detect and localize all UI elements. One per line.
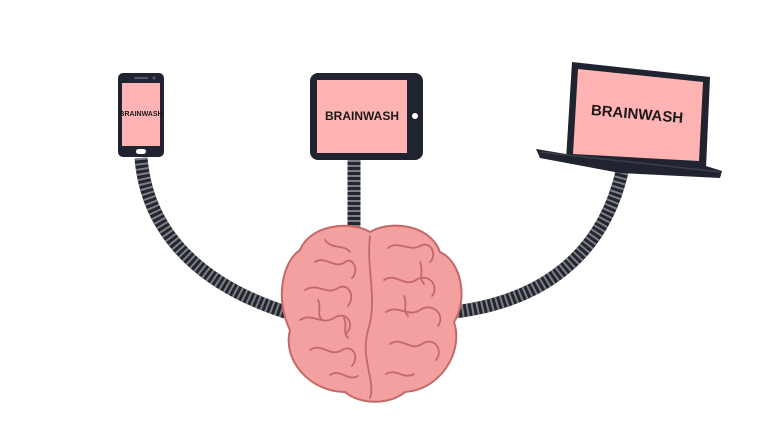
cable-laptop: [444, 170, 629, 320]
tablet-icon: BRAINWASH: [310, 73, 423, 160]
brain-icon: [280, 224, 463, 403]
smartphone-icon: BRAINWASH: [118, 73, 164, 157]
laptop-icon: BRAINWASH: [536, 62, 722, 178]
cable-phone: [134, 157, 297, 322]
phone-screen-text: BRAINWASH: [119, 111, 162, 118]
cables: [134, 157, 629, 322]
tablet-screen-text: BRAINWASH: [325, 109, 399, 123]
